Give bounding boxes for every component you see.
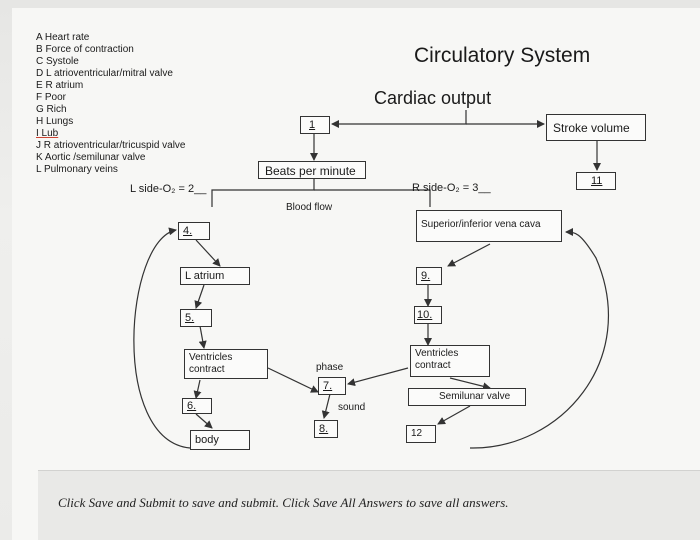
ventricles-contract-right-box: Ventricles contract bbox=[410, 345, 490, 377]
connector-4-to-latrium bbox=[195, 239, 221, 267]
connector-bpm-right bbox=[314, 189, 431, 207]
ventricles-contract-left-box: Ventricles contract bbox=[184, 349, 268, 379]
legend-item: K Aortic /semilunar valve bbox=[36, 152, 146, 163]
worksheet-sheet bbox=[12, 8, 700, 540]
legend-item: B Force of contraction bbox=[36, 44, 134, 55]
connector-latrium-to-5 bbox=[194, 284, 205, 309]
left-atrium-box: L atrium bbox=[180, 267, 250, 285]
connector-5-to-ventricles bbox=[198, 325, 207, 349]
connector-left-loop bbox=[133, 227, 191, 449]
connector-semilunar-to-12 bbox=[437, 405, 471, 425]
connector-cardiac-output bbox=[331, 110, 467, 128]
blood-flow-label: Blood flow bbox=[286, 202, 333, 213]
legend-item: D L atrioventricular/mitral valve bbox=[36, 68, 173, 79]
connector-7-to-8 bbox=[321, 393, 331, 419]
connector-ventricles-left-to-7 bbox=[267, 367, 319, 393]
diagram-title: Circulatory System bbox=[414, 44, 591, 67]
legend-item: G Rich bbox=[36, 104, 67, 115]
answer-box-4[interactable]: 4. bbox=[178, 222, 210, 240]
answer-box-6[interactable]: 6. bbox=[182, 398, 212, 414]
beats-per-minute-box: Beats per minute bbox=[258, 161, 366, 179]
answer-box-9[interactable]: 9. bbox=[416, 267, 442, 285]
legend-item: L Pulmonary veins bbox=[36, 164, 118, 175]
body-box: body bbox=[190, 430, 250, 450]
answer-box-11[interactable]: 11 bbox=[576, 172, 616, 190]
submission-footer: Click Save and Submit to save and submit… bbox=[38, 470, 700, 540]
connector-ventricles-to-6 bbox=[193, 379, 202, 399]
connector-bpm-split bbox=[211, 178, 315, 207]
footer-instructions: Click Save and Submit to save and submit… bbox=[58, 495, 509, 510]
phase-label: phase bbox=[316, 362, 344, 373]
connector-ventricles-right-to-7 bbox=[347, 367, 409, 387]
vena-cava-box: Superior/inferior vena cava bbox=[416, 210, 562, 242]
connector-vena-to-9 bbox=[447, 243, 491, 267]
answer-box-8[interactable]: 8. bbox=[314, 420, 338, 438]
legend-item: E R atrium bbox=[36, 80, 84, 91]
legend-item: H Lungs bbox=[36, 116, 74, 127]
left-side-o2-label: L side-O₂ = 2__ bbox=[130, 183, 207, 195]
answer-box-7[interactable]: 7. bbox=[318, 377, 346, 395]
stroke-volume-box: Stroke volume bbox=[546, 114, 646, 141]
legend-item: A Heart rate bbox=[36, 32, 90, 43]
legend-item: C Systole bbox=[36, 56, 79, 67]
right-side-o2-label: R side-O₂ = 3__ bbox=[412, 182, 491, 194]
answer-box-5[interactable]: 5. bbox=[180, 309, 212, 327]
legend-item: F Poor bbox=[36, 92, 67, 103]
sound-label: sound bbox=[338, 402, 366, 413]
legend-item: J R atrioventricular/tricuspid valve bbox=[36, 140, 186, 151]
connector-ventricles-to-semilunar bbox=[449, 377, 491, 391]
connector-right-loop bbox=[469, 228, 609, 449]
connector-6-to-body bbox=[195, 413, 213, 429]
answer-box-12[interactable]: 12 bbox=[406, 425, 436, 443]
semilunar-valve-box: Semilunar valve bbox=[408, 388, 526, 406]
answer-box-10[interactable]: 10. bbox=[414, 306, 442, 324]
answer-box-1[interactable]: 1 bbox=[300, 116, 330, 134]
legend-item: I Lub bbox=[36, 128, 59, 139]
diagram-subtitle: Cardiac output bbox=[374, 88, 492, 108]
